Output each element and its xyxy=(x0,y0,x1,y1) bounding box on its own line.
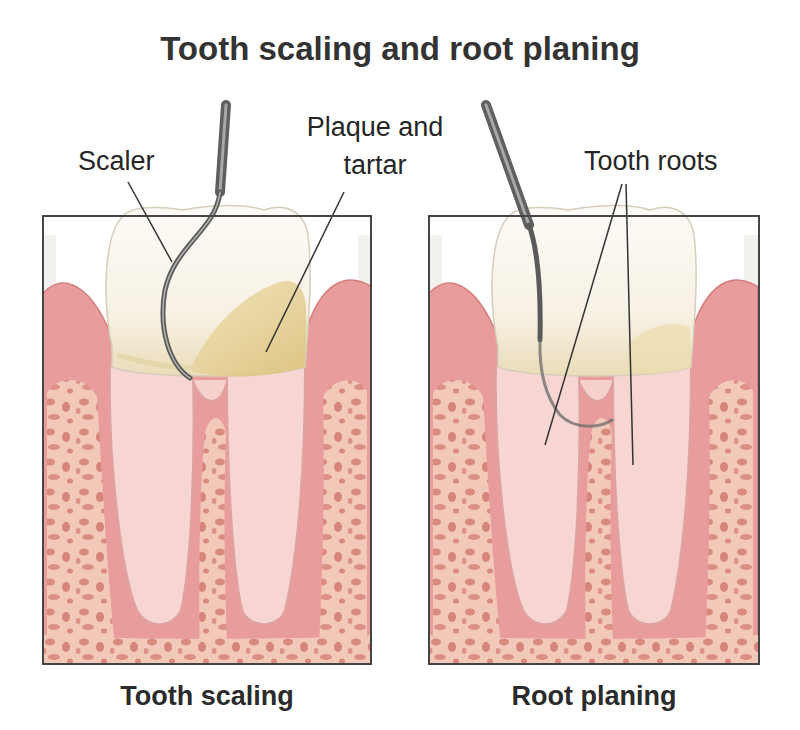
part-label: Tooth roots xyxy=(584,142,718,180)
panel-caption: Tooth scaling xyxy=(24,680,390,712)
leader-line xyxy=(128,182,172,262)
part-label: Plaque and tartar xyxy=(290,108,460,184)
leader-line xyxy=(545,184,622,445)
leader-line xyxy=(626,184,633,465)
panel-caption: Root planing xyxy=(410,680,778,712)
part-label: Scaler xyxy=(78,142,155,180)
illustration-panel: Tooth scaling xyxy=(42,215,372,665)
diagram-title: Tooth scaling and root planing xyxy=(0,30,800,68)
illustration-panel: Root planing xyxy=(428,215,760,665)
